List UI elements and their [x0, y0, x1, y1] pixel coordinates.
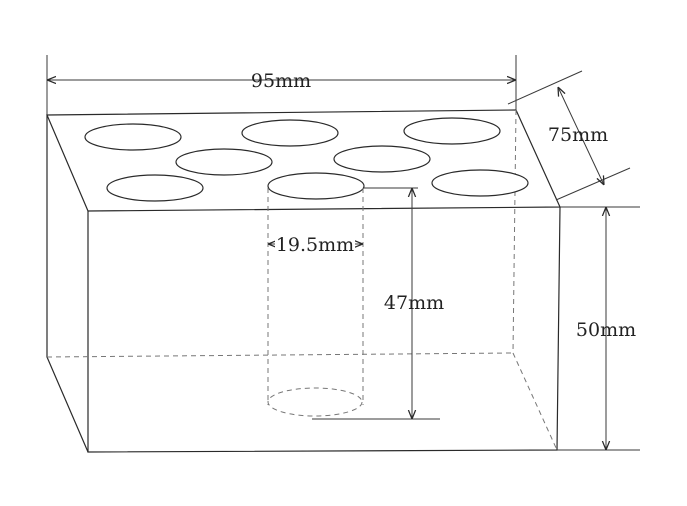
depth-dimension: 75mm: [507, 70, 631, 201]
hole: [106, 174, 204, 202]
front-face: [87, 206, 561, 453]
hidden-back-vertical-edge: [512, 109, 517, 354]
hole: [431, 169, 529, 197]
cavity-bottom: [267, 387, 363, 417]
height-label: 50mm: [576, 319, 636, 341]
depth-label: 75mm: [548, 124, 608, 146]
hole: [333, 145, 431, 173]
extension-line: [507, 70, 583, 105]
hole-diameter-label: 19.5mm: [276, 234, 354, 256]
hole-diameter-dimension: 19.5mm: [268, 232, 363, 256]
hole: [403, 117, 501, 145]
extension-line: [555, 167, 631, 201]
hole-depth-dimension: 47mm: [312, 187, 444, 420]
hole: [175, 148, 273, 176]
height-dimension: 50mm: [557, 206, 640, 451]
hidden-back-bottom-edge: [46, 352, 514, 358]
width-label: 95mm: [251, 70, 311, 92]
width-dimension: 95mm: [46, 55, 517, 115]
hole: [84, 123, 182, 151]
label-backdrop: [275, 232, 355, 254]
left-face: [46, 115, 89, 453]
hole: [241, 119, 339, 147]
dimension-line: [558, 87, 604, 185]
hole-sectioned: [267, 172, 365, 200]
hidden-right-bottom-edge: [512, 352, 558, 451]
block-outline: [46, 109, 561, 453]
holes: [84, 117, 529, 202]
hole-depth-label: 47mm: [384, 292, 444, 314]
hidden-tube-cavity: [267, 188, 364, 417]
